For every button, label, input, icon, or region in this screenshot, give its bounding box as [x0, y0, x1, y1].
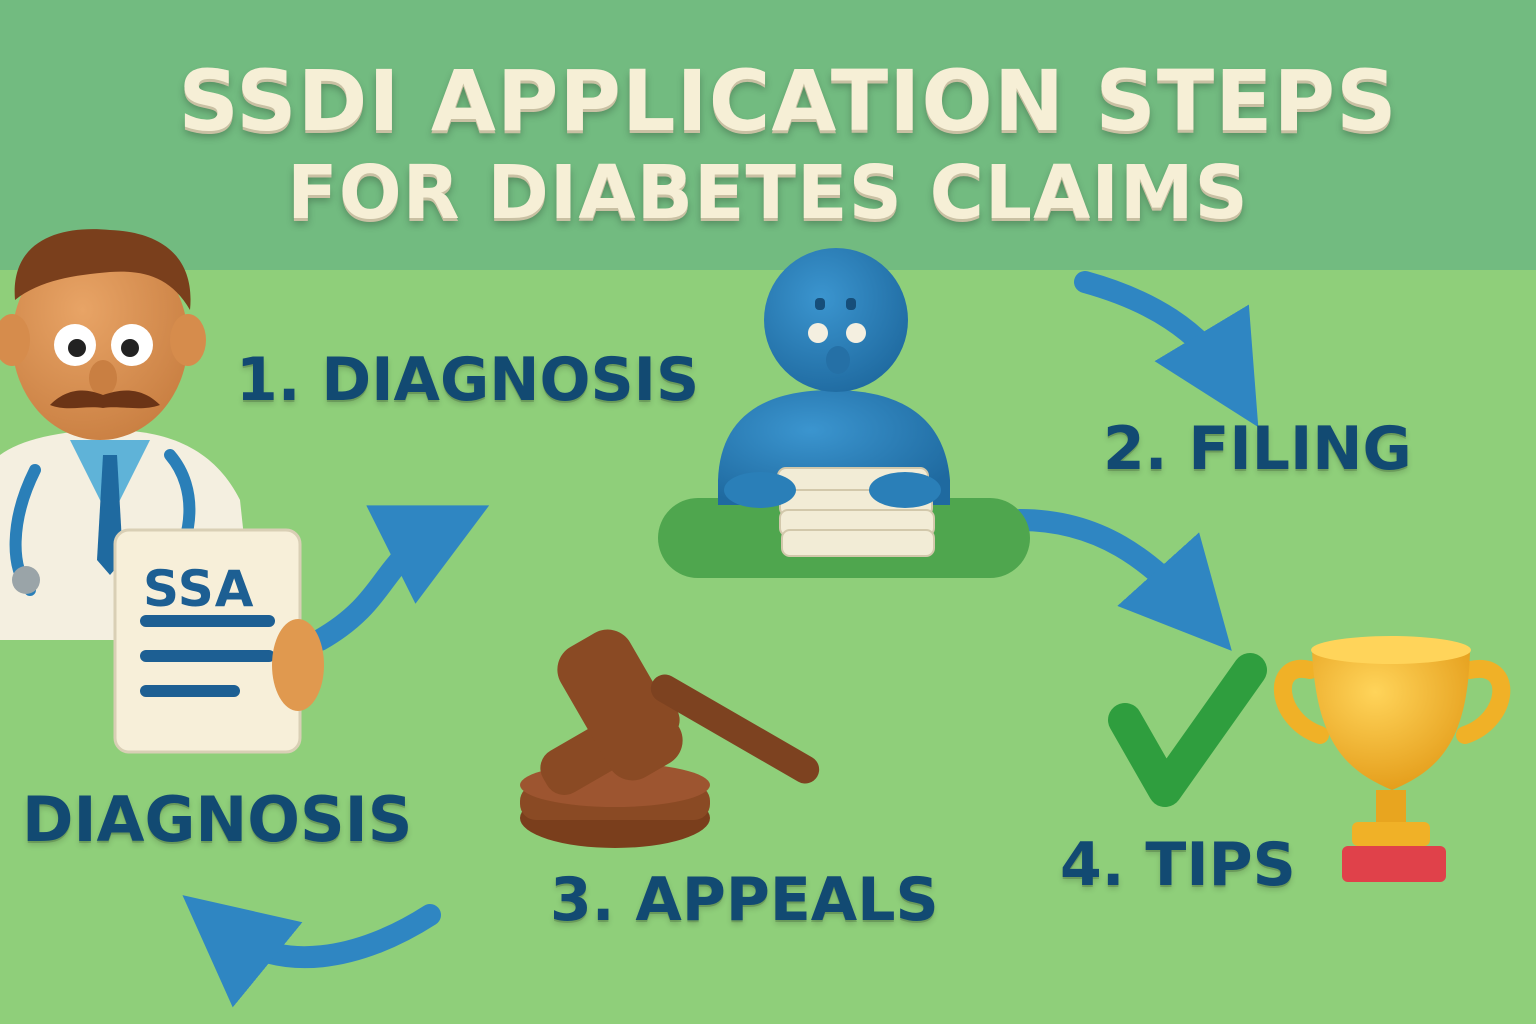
person-with-papers-icon [658, 248, 1030, 578]
arrow-icon-3 [309, 505, 490, 651]
step-3-label: 3. APPEALS [550, 865, 939, 935]
step-1-label: 1. DIAGNOSIS [236, 345, 700, 415]
title-line-2: FOR DIABETES CLAIMS [287, 150, 1249, 236]
ssa-document-icon [113, 528, 324, 754]
title-line-1: SSDI APPLICATION STEPS [178, 52, 1398, 150]
arrow-icon-2 [1009, 509, 1232, 651]
step-2-label: 2. FILING [1103, 414, 1412, 484]
background-top [0, 0, 1536, 282]
arrow-icon-4 [182, 895, 441, 1008]
step-4-label: 4. TIPS [1060, 830, 1296, 900]
checkmark-icon [1108, 653, 1267, 807]
trophy-icon [1273, 636, 1511, 882]
doctor-caption: DIAGNOSIS [22, 783, 413, 856]
arrow-icon-1 [1074, 271, 1259, 428]
ssa-document-label: SSA [143, 560, 255, 618]
gavel-icon [520, 629, 820, 848]
